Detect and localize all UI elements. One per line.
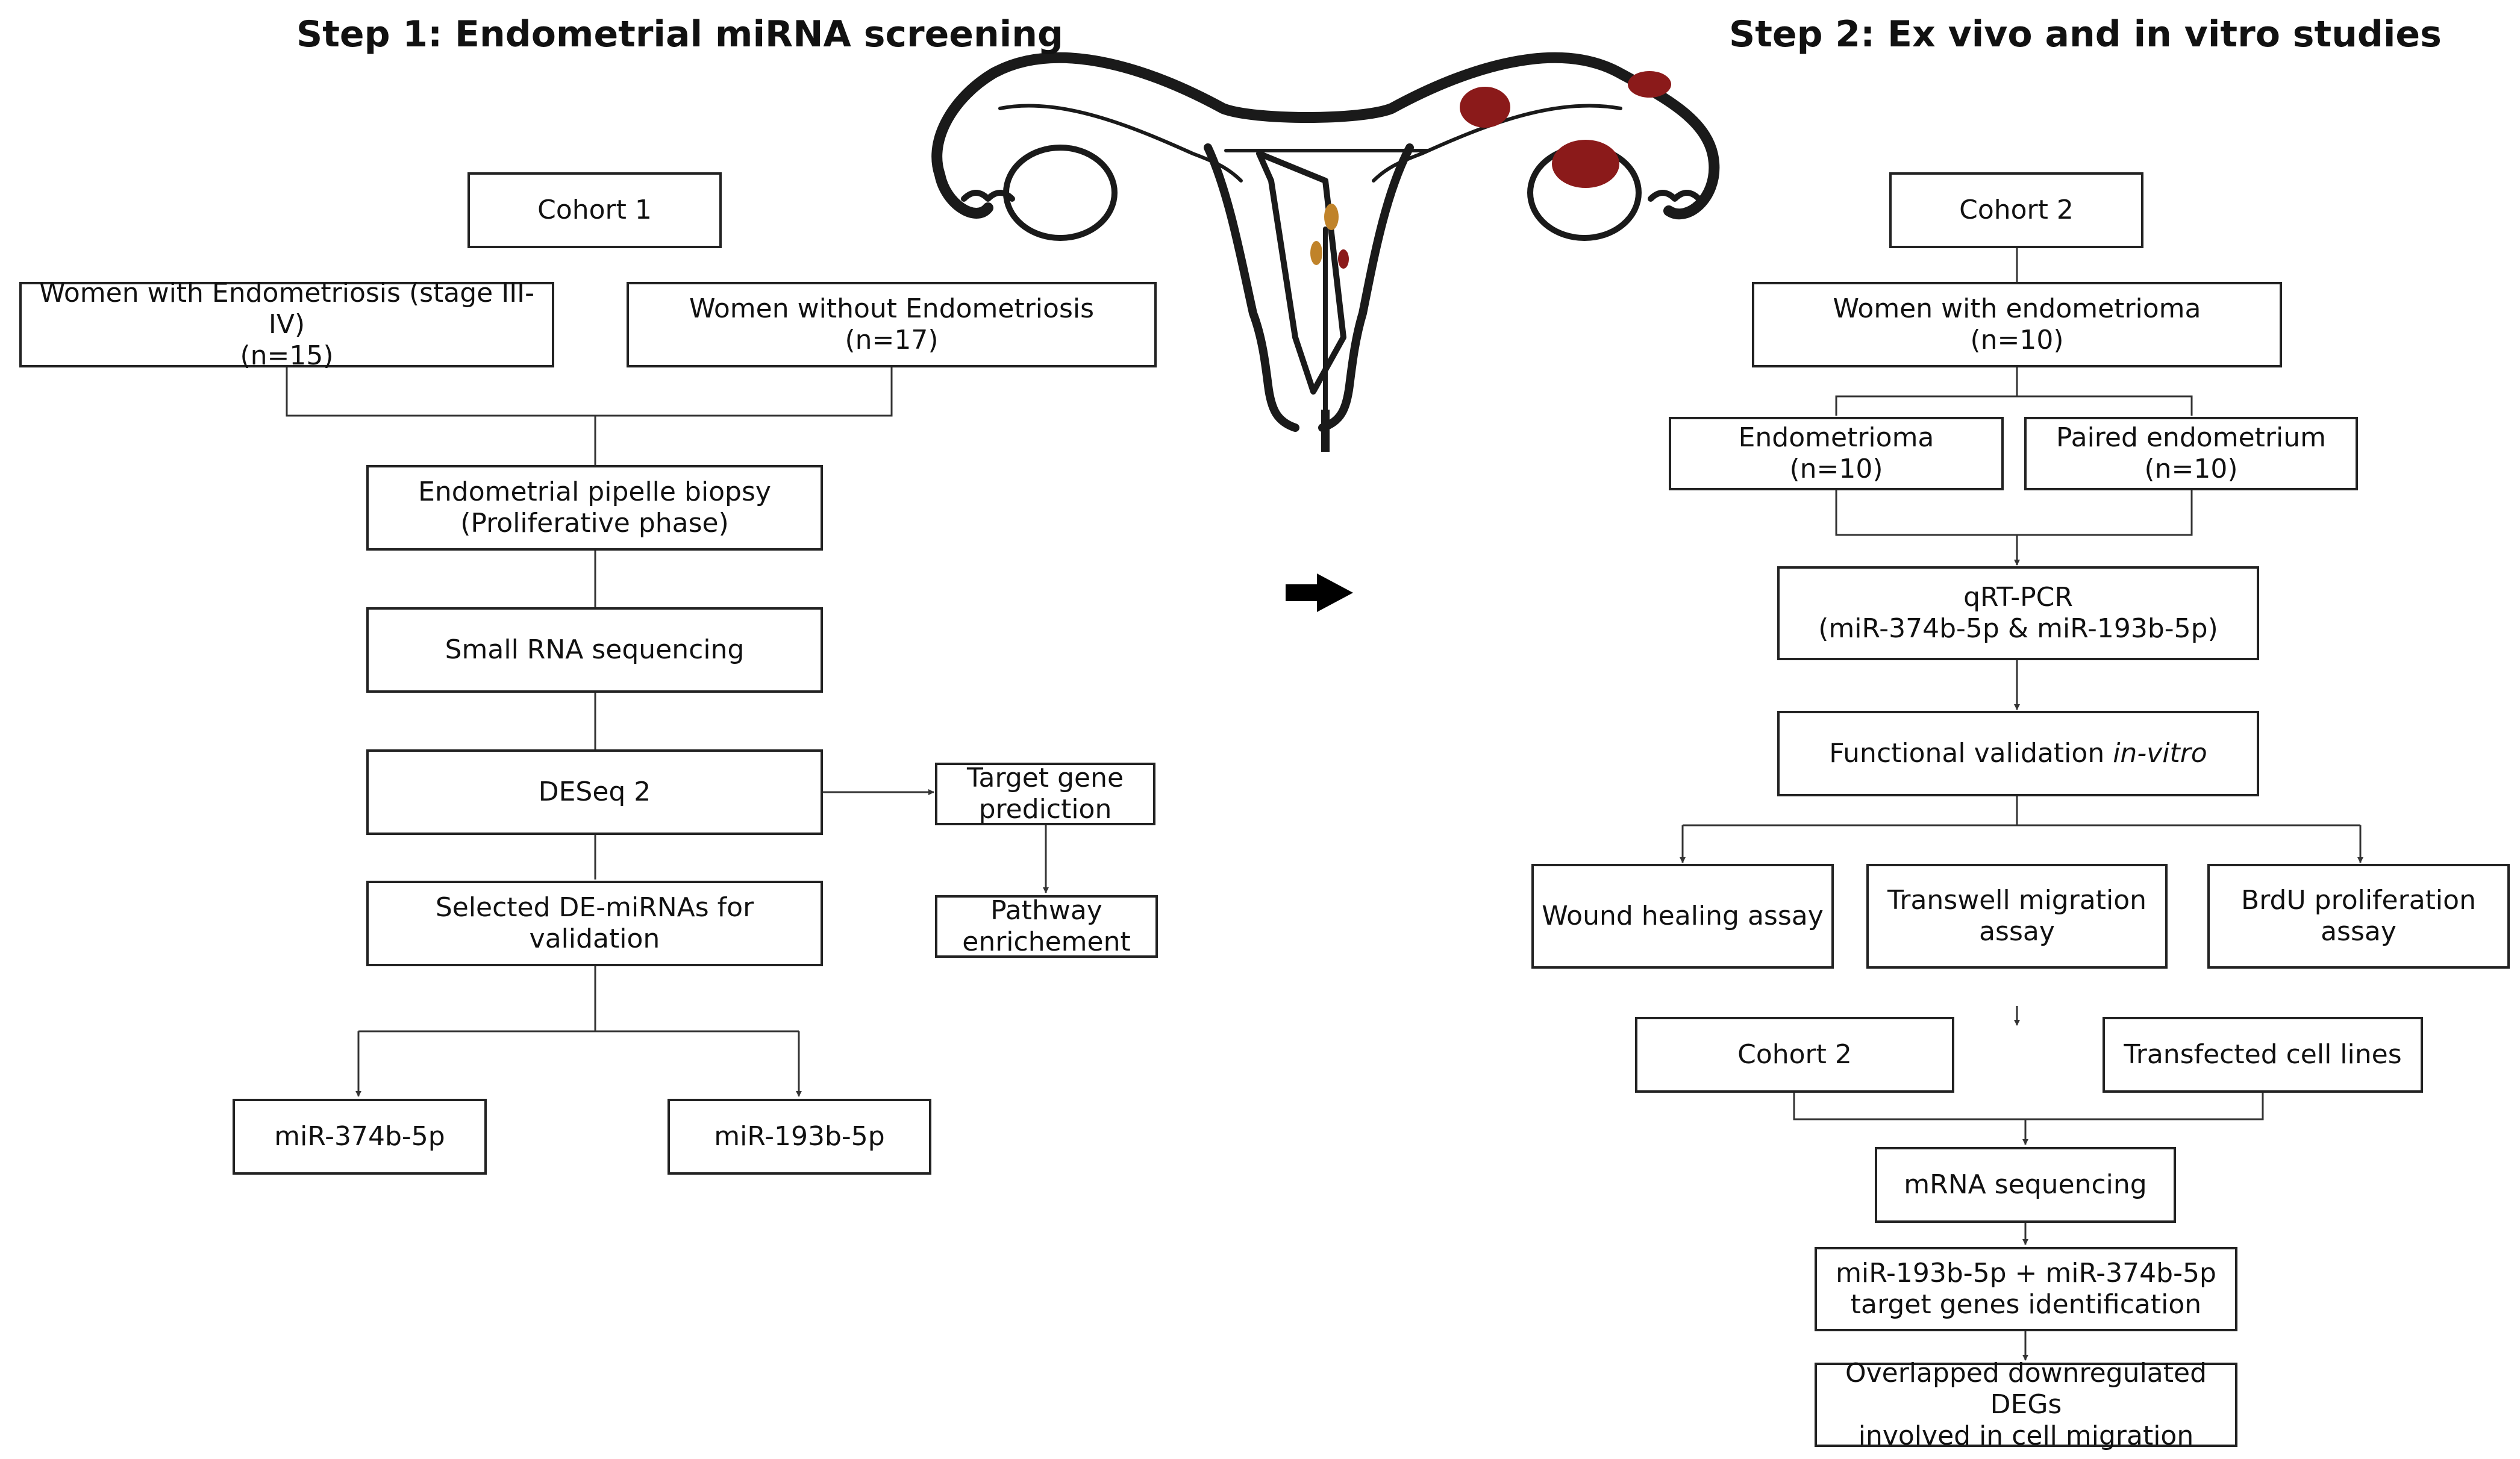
mrna-sequencing-box: mRNA sequencing	[1875, 1147, 2176, 1223]
paired-endometrium-box: Paired endometrium (n=10)	[2024, 417, 2358, 490]
overlapped-degs-line2: involved in cell migration	[1858, 1420, 2194, 1451]
mir-374b-label: miR-374b-5p	[274, 1121, 445, 1152]
cohort1-label: Cohort 1	[537, 195, 652, 226]
endometrioma-count: (n=10)	[1789, 454, 1883, 484]
target-gene-prediction-line2: prediction	[978, 794, 1112, 825]
transwell-migration-line1: Transwell migration	[1887, 885, 2147, 916]
small-rna-sequencing-label: Small RNA sequencing	[445, 634, 745, 666]
women-without-endometriosis-count: (n=17)	[845, 325, 939, 355]
women-with-endometrioma-count: (n=10)	[1970, 325, 2064, 355]
cohort2-rnaseq-label: Cohort 2	[1737, 1039, 1852, 1070]
biopsy-phase: (Proliferative phase)	[460, 508, 729, 539]
overlapped-degs-line1: Overlapped downregulated DEGs	[1845, 1358, 2207, 1420]
pathway-enrichment-line1: Pathway	[990, 895, 1102, 926]
small-rna-sequencing-box: Small RNA sequencing	[366, 607, 823, 693]
connector-line	[1793, 1093, 2264, 1120]
target-genes-identification-box: miR-193b-5p + miR-374b-5p target genes i…	[1815, 1247, 2237, 1331]
cohort2-label: Cohort 2	[1959, 195, 2074, 226]
target-gene-prediction-line1: Target gene	[966, 763, 1124, 794]
mir-374b-box: miR-374b-5p	[233, 1099, 487, 1175]
women-with-endometriosis-label: Women with Endometriosis (stage III-IV)	[39, 278, 535, 340]
selected-de-mirnas-box: Selected DE-miRNAs for validation	[366, 881, 823, 966]
target-gene-prediction-box: Target gene prediction	[935, 763, 1155, 825]
transfected-cell-lines-box: Transfected cell lines	[2103, 1017, 2423, 1093]
deseq-label: DESeq 2	[538, 776, 651, 808]
qrt-pcr-label: qRT-PCR	[1963, 582, 2073, 613]
brdu-proliferation-box: BrdU proliferation assay	[2207, 864, 2510, 969]
step2-title: Step 2: Ex vivo and in vitro studies	[1729, 13, 2442, 55]
functional-validation-box: Functional validation in-vitro	[1777, 711, 2259, 796]
selected-de-mirnas-label: Selected DE-miRNAs for validation	[435, 892, 754, 954]
transwell-migration-line2: assay	[1979, 916, 2055, 947]
women-without-endometriosis-label: Women without Endometriosis	[689, 293, 1095, 325]
women-without-endometriosis-box: Women without Endometriosis (n=17)	[627, 282, 1157, 367]
pathway-enrichment-line2: enrichement	[962, 926, 1131, 957]
women-with-endometrioma-label: Women with endometrioma	[1833, 293, 2201, 325]
cohort1-box: Cohort 1	[467, 172, 722, 248]
wound-healing-box: Wound healing assay	[1531, 864, 1834, 969]
deseq-box: DESeq 2	[366, 749, 823, 835]
overlapped-degs-box: Overlapped downregulated DEGs involved i…	[1815, 1358, 2237, 1451]
biopsy-box: Endometrial pipelle biopsy (Proliferativ…	[366, 465, 823, 551]
mrna-sequencing-label: mRNA sequencing	[1904, 1169, 2147, 1201]
transfected-cell-lines-label: Transfected cell lines	[2124, 1039, 2402, 1070]
brdu-proliferation-line2: assay	[2321, 916, 2397, 947]
endometrioma-label: Endometrioma	[1738, 422, 1934, 454]
right-arrow-icon	[1286, 573, 1353, 612]
mir-193b-label: miR-193b-5p	[714, 1121, 885, 1152]
endometrioma-box: Endometrioma (n=10)	[1669, 417, 2004, 490]
lesion-icon	[1310, 71, 1671, 269]
transwell-migration-box: Transwell migration assay	[1866, 864, 2168, 969]
step1-title: Step 1: Endometrial miRNA screening	[296, 13, 1063, 55]
target-genes-identification-line2: target genes identification	[1850, 1289, 2202, 1320]
brdu-proliferation-line1: BrdU proliferation	[2241, 885, 2476, 916]
connector-line	[286, 364, 893, 417]
women-with-endometriosis-count: (n=15)	[240, 340, 334, 371]
mir-193b-box: miR-193b-5p	[668, 1099, 931, 1175]
functional-validation-italic: in-vitro	[2113, 738, 2207, 769]
cohort2-rnaseq-box: Cohort 2	[1635, 1017, 1954, 1093]
connector-line	[1835, 489, 2193, 536]
qrt-pcr-targets: (miR-374b-5p & miR-193b-5p)	[1818, 613, 2218, 644]
pathway-enrichment-box: Pathway enrichement	[935, 895, 1158, 958]
wound-healing-label: Wound healing assay	[1542, 901, 1824, 932]
qrt-pcr-box: qRT-PCR (miR-374b-5p & miR-193b-5p)	[1777, 566, 2259, 660]
functional-validation-label: Functional validation in-vitro	[1829, 738, 2207, 769]
women-with-endometriosis-box: Women with Endometriosis (stage III-IV) …	[19, 278, 554, 371]
target-genes-identification-line1: miR-193b-5p + miR-374b-5p	[1836, 1258, 2216, 1289]
connector-line	[1835, 395, 2193, 416]
paired-endometrium-count: (n=10)	[2144, 454, 2238, 484]
biopsy-label: Endometrial pipelle biopsy	[418, 476, 771, 508]
women-with-endometrioma-box: Women with endometrioma (n=10)	[1752, 282, 2282, 367]
uterus-illustration-icon	[931, 52, 1720, 452]
cohort2-box: Cohort 2	[1889, 172, 2143, 248]
paired-endometrium-label: Paired endometrium	[2056, 422, 2326, 454]
